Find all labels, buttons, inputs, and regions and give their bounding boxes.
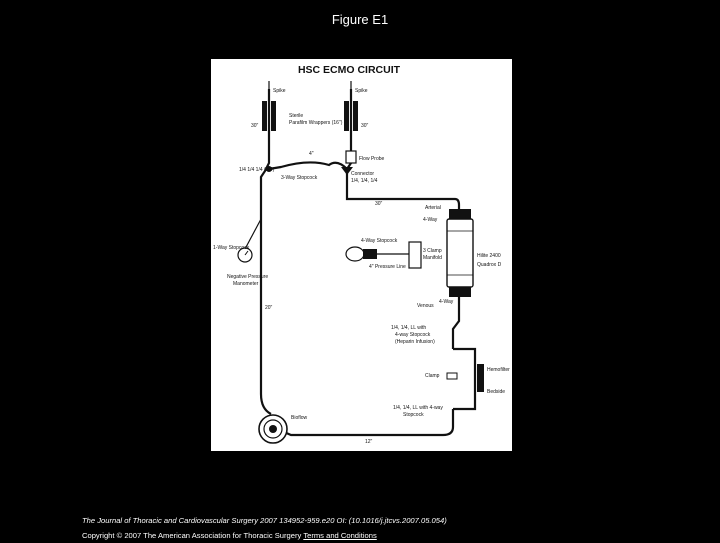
label-connector: Connector [351, 171, 374, 177]
label-flow-probe: Flow Probe [359, 156, 385, 162]
label-len-left: 30" [251, 123, 259, 129]
manometer-icon [237, 218, 262, 263]
label-oxygenator-2: Quadrox D [477, 262, 502, 268]
label-spike-left: Spike [273, 88, 286, 94]
label-len-right: 30" [361, 123, 369, 129]
label-clamp-manifold-2: Manifold [423, 255, 442, 261]
label-venous: Venous [417, 303, 434, 309]
citation-footer: The Journal of Thoracic and Cardiovascul… [82, 513, 447, 543]
label-luer-bottom-2: Stopcock [403, 412, 424, 418]
label-clamp: Clamp [425, 373, 440, 379]
diagram-title-box [273, 63, 425, 77]
tube-hemofilter-loop [453, 347, 477, 411]
label-len-20: 20" [265, 305, 273, 311]
three-way-stopcock-icon [266, 166, 272, 172]
tube-venous [451, 297, 461, 349]
label-luer-top-3: (Heparin Infusion) [395, 339, 435, 345]
label-spike-right: Spike [355, 88, 368, 94]
label-manometer-2: Manometer [233, 281, 259, 287]
label-pressure-line: 4" Pressure Line [369, 264, 406, 270]
ecmo-circuit-figure: HSC ECMO CIRCUIT [211, 59, 512, 451]
label-len-30: 30" [375, 201, 383, 207]
oxygenator-icon [446, 209, 474, 297]
label-luer-top-2: 4-way Stopcock [395, 332, 431, 338]
label-len-4: 4" [309, 151, 314, 157]
label-arterial: Arterial [425, 205, 441, 211]
diagram-title: HSC ECMO CIRCUIT [298, 64, 401, 76]
spike-right [344, 81, 358, 131]
label-four-way-stopcock: 4-Way Stopcock [361, 238, 398, 244]
label-tubing-left: 1/4 1/4 1/4 (1/4) [239, 167, 275, 173]
label-connector-size: 1/4, 1/4, 1/4 [351, 178, 378, 184]
copyright-line: Copyright © 2007 The American Associatio… [82, 528, 447, 543]
label-three-way: 3-Way Stopcock [281, 175, 318, 181]
flow-probe-icon [345, 150, 357, 164]
terms-link[interactable]: Terms and Conditions [303, 531, 377, 540]
label-four-way: 4-Way [423, 217, 438, 223]
label-hemofilter: Hemofilter [487, 367, 510, 373]
copyright-text: Copyright © 2007 The American Associatio… [82, 531, 302, 540]
tubing-lines [259, 89, 477, 437]
label-four-way-bottom: 4-Way [439, 299, 454, 305]
label-sterile: Sterile [289, 113, 303, 119]
four-way-stopcock-syringe-icon [345, 246, 377, 262]
tube-arterial [345, 171, 461, 209]
label-oxygenator: Hilite 2400 [477, 253, 501, 259]
label-bedside: Bedside [487, 389, 505, 395]
clamp-manifold-icon [408, 241, 422, 269]
label-manometer: Negative Pressure [227, 274, 268, 280]
journal-citation: The Journal of Thoracic and Cardiovascul… [82, 516, 447, 525]
hemofilter-icon [477, 364, 484, 392]
connector-icon [341, 167, 353, 175]
tube-top-junction [268, 89, 353, 171]
slide-title: Figure E1 [331, 12, 389, 27]
pump-icon [258, 414, 288, 444]
ecmo-circuit-diagram: HSC ECMO CIRCUIT [213, 63, 510, 445]
tube-bottom-return [276, 409, 455, 437]
clamp-icon [446, 372, 458, 380]
label-luer-bottom: 1/4, 1/4, LL with 4-way [393, 405, 443, 411]
label-len-12: 12" [365, 439, 373, 445]
label-biomedicus: Bioflow [291, 415, 308, 421]
tube-left [259, 89, 272, 415]
label-clamp-manifold: 3 Clamp [423, 248, 442, 254]
spike-left [262, 81, 276, 131]
label-luer-top: 1/4, 1/4, LL with [391, 325, 426, 331]
label-one-way-stopcock: 1-Way Stopcock [213, 245, 250, 251]
label-sterile-2: Parafilm Wrappers (16") [289, 120, 343, 126]
